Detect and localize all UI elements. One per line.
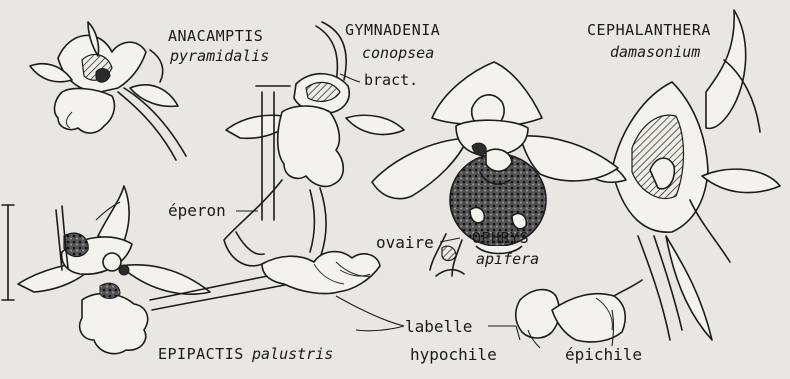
gymnadenia-species-label: conopsea <box>362 45 434 62</box>
ophrys-species-label: apifera <box>476 251 539 268</box>
hypochile-label: hypochile <box>410 346 497 363</box>
cephalanthera-genus-label: CEPHALANTHERA <box>587 22 711 39</box>
labelle-detail-drawing <box>262 252 380 294</box>
epipactis-genus-label: EPIPACTIS <box>158 346 244 363</box>
anacamptis-species-label: pyramidalis <box>170 48 269 65</box>
eperon-label: éperon <box>168 202 226 219</box>
anacamptis-pyramidalis-drawing <box>30 22 186 160</box>
cephalanthera-species-label: damasonium <box>610 44 700 61</box>
bract-label: bract. <box>364 72 418 89</box>
labelle-label: labelle <box>405 318 472 335</box>
anacamptis-genus-label: ANACAMPTIS <box>168 28 263 45</box>
ophrys-genus-label: OPHRYS <box>472 230 529 247</box>
epipactis-species-label: palustris <box>252 346 333 363</box>
gymnadenia-genus-label: GYMNADENIA <box>345 22 440 39</box>
hypochile-epichile-drawing <box>516 280 642 342</box>
ovaire-label: ovaire <box>376 234 434 251</box>
epichile-label: épichile <box>565 346 642 363</box>
